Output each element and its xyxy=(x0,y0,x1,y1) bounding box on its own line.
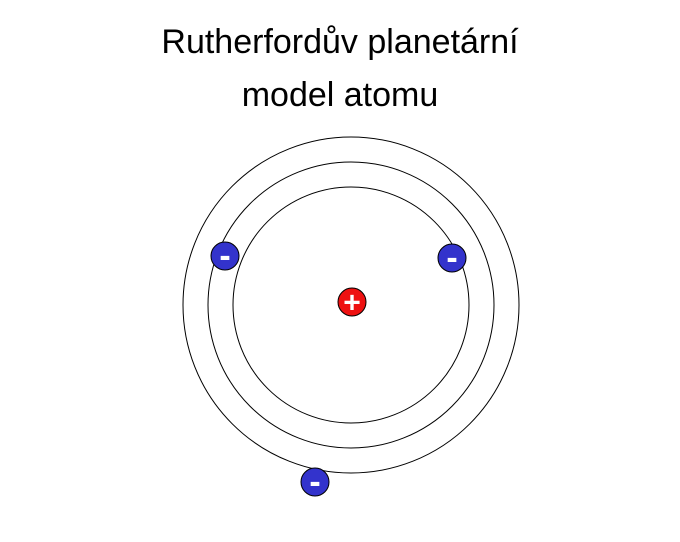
nucleus-plus-symbol: + xyxy=(343,287,361,320)
electron-circle xyxy=(300,467,330,497)
title-line-2: model atomu xyxy=(241,75,439,114)
orbit-middle xyxy=(207,161,495,449)
nucleus-circle xyxy=(337,287,367,317)
electron-circle xyxy=(437,243,467,273)
title-line-1: Rutherfordův planetární xyxy=(161,23,519,61)
electron-minus-symbol: - xyxy=(219,237,230,275)
orbit-outer xyxy=(182,136,520,474)
electron-minus-symbol: - xyxy=(446,239,457,277)
electron-middle-orbit: - xyxy=(210,237,240,275)
diagram-title: Rutherfordův planetární model atomu xyxy=(0,16,680,121)
electron-minus-symbol: - xyxy=(309,463,320,501)
electron-outer-orbit: - xyxy=(300,463,330,501)
orbit-inner xyxy=(232,186,470,424)
nucleus: + xyxy=(337,287,367,320)
electron-circle xyxy=(210,241,240,271)
electron-inner-orbit: - xyxy=(437,239,467,277)
